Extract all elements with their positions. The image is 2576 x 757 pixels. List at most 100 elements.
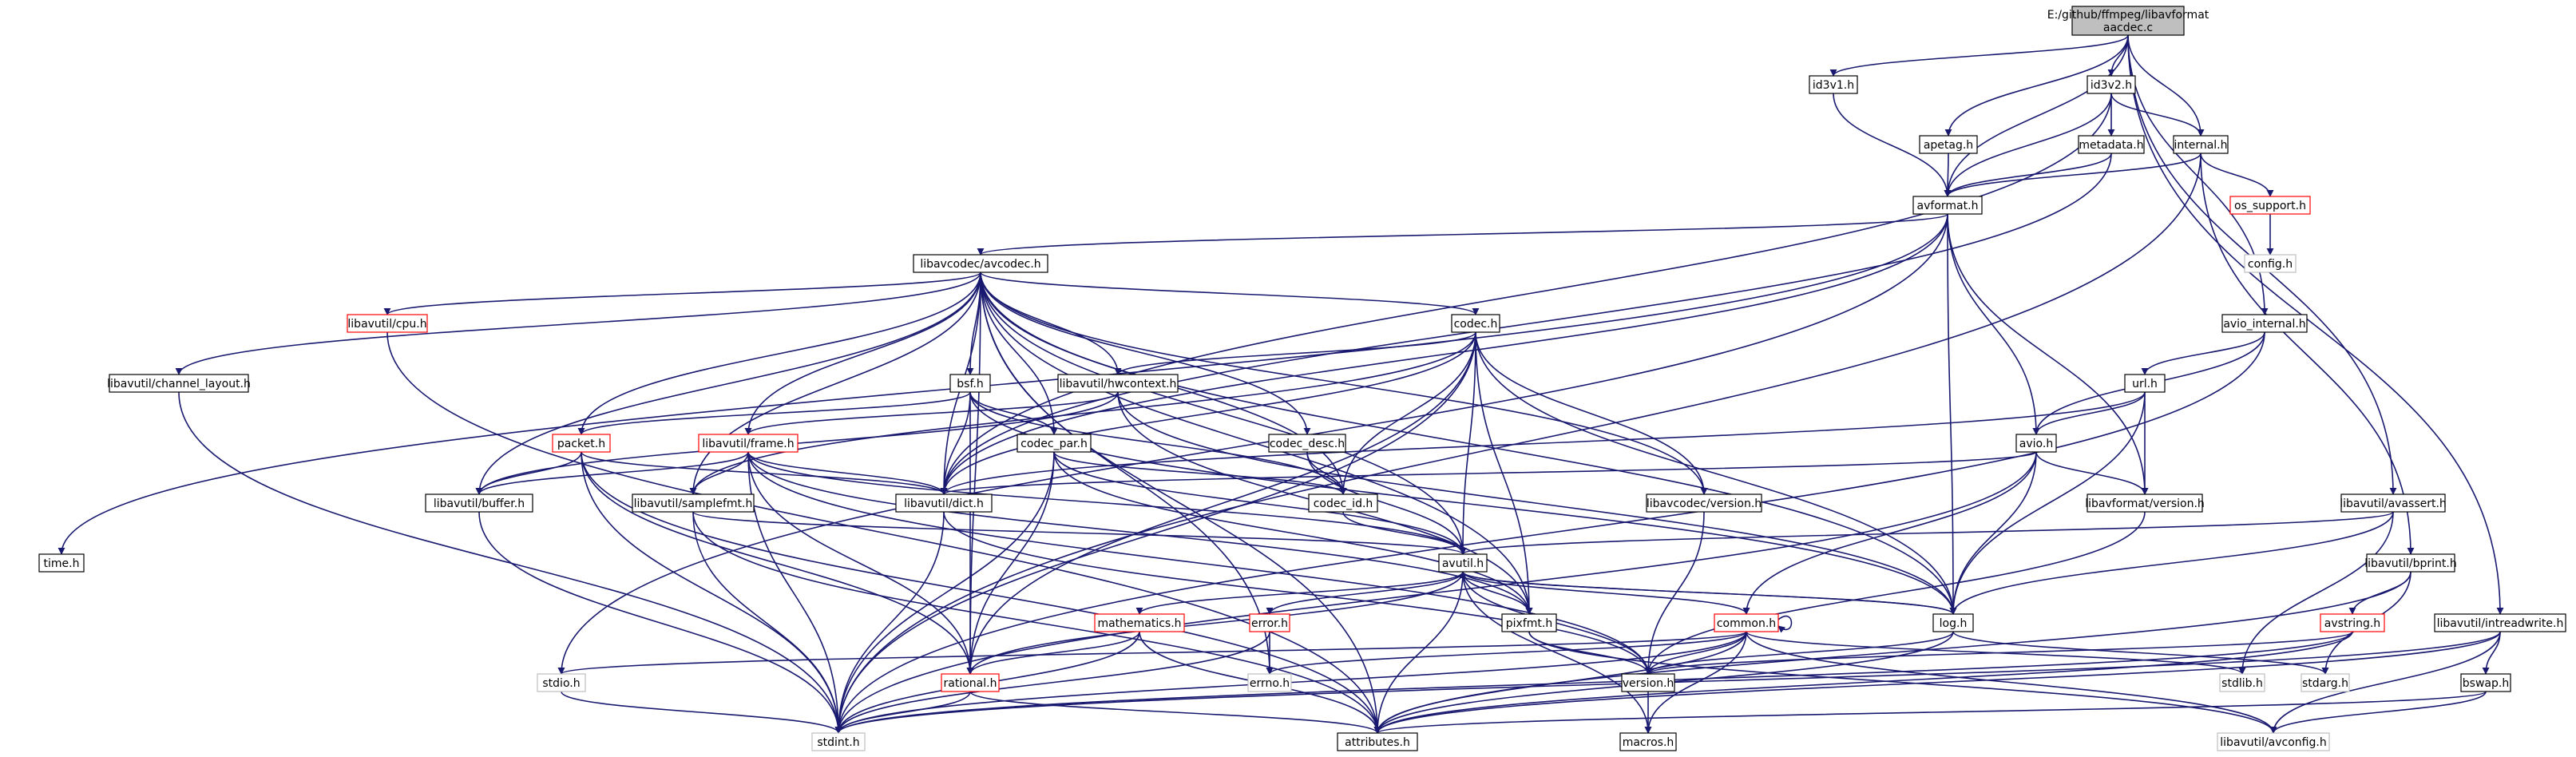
edge-stdio-to-stdint [561, 691, 842, 734]
node-box [2460, 673, 2511, 692]
node-id3v1[interactable]: id3v1.h [1809, 75, 1858, 94]
edge-root-to-avio_internal [2127, 34, 2269, 315]
edge-intreadwrite-to-avconfig [2269, 631, 2501, 734]
node-os-support[interactable]: os_support.h [2229, 196, 2311, 215]
node-label: libavformat/version.h [2085, 497, 2205, 510]
edge-bsf-to-codec_par [969, 391, 1058, 435]
node-label: mathematics.h [1097, 617, 1181, 630]
edge-avcodec-to-codec_par [980, 271, 1058, 435]
edge-avformat-to-avcodec [977, 213, 1948, 256]
node-metadata[interactable]: metadata.h [2078, 135, 2145, 154]
node-cpu[interactable]: libavutil/cpu.h [347, 314, 428, 333]
edge-common-to-stdio [557, 631, 1747, 675]
node-label: bswap.h [2463, 677, 2509, 690]
node-avformat-version[interactable]: libavformat/version.h [2085, 493, 2205, 513]
edge-root-to-intreadwrite [2127, 34, 2504, 615]
edge-log-to-version [1644, 631, 1954, 675]
node-macros[interactable]: macros.h [1619, 732, 1677, 751]
node-internal[interactable]: internal.h [2173, 135, 2229, 154]
node-codec-desc[interactable]: codec_desc.h [1268, 434, 1346, 453]
node-bsf[interactable]: bsf.h [949, 374, 991, 393]
node-avio[interactable]: avio.h [2015, 434, 2057, 453]
edge-avformat-to-log [1947, 213, 1957, 615]
node-label: libavutil/frame.h [702, 438, 794, 450]
edge-common-to-errno [1266, 631, 1747, 675]
node-label: apetag.h [1924, 139, 1973, 152]
node-label: common.h [1717, 617, 1776, 630]
edge-avcodec-to-codec_desc [980, 271, 1311, 435]
edge-metadata-to-avformat [1944, 153, 2112, 197]
edge-avio_internal-to-stdint [834, 331, 2265, 734]
node-log[interactable]: log.h [1932, 613, 1974, 632]
edge-codec_par-to-codec_id [1053, 451, 1347, 495]
node-avcodec-version[interactable]: libavcodec/version.h [1646, 493, 1762, 513]
node-stdlib: stdlib.h [2219, 673, 2265, 692]
edge-common-to-version [1644, 631, 1747, 675]
edge-common-self-loop [1777, 615, 1793, 633]
node-id3v2[interactable]: id3v2.h [2087, 75, 2136, 94]
node-hwcontext[interactable]: libavutil/hwcontext.h [1057, 374, 1179, 393]
node-attributes[interactable]: attributes.h [1337, 732, 1418, 751]
node-channel-layout[interactable]: libavutil/channel_layout.h [107, 374, 251, 393]
edge-bsf-to-codec_id [969, 391, 1347, 495]
node-mathematics[interactable]: mathematics.h [1094, 613, 1185, 632]
edge-avstring-to-attributes [1373, 631, 2353, 734]
node-label: libavutil/bprint.h [2364, 557, 2457, 570]
edge-root-to-id3v1 [1829, 34, 2129, 77]
node-box [2320, 613, 2385, 632]
edge-codec-to-avutil [1459, 331, 1476, 555]
node-avassert[interactable]: libavutil/avassert.h [2340, 493, 2447, 513]
node-bprint[interactable]: libavutil/bprint.h [2364, 553, 2457, 573]
node-avconfig: libavutil/avconfig.h [2217, 732, 2330, 751]
node-frame[interactable]: libavutil/frame.h [698, 434, 799, 453]
node-bswap[interactable]: bswap.h [2460, 673, 2511, 692]
node-box [1451, 314, 1500, 333]
node-common[interactable]: common.h [1714, 613, 1779, 632]
node-codec-par[interactable]: codec_par.h [1017, 434, 1092, 453]
node-avcodec[interactable]: libavcodec/avcodec.h [913, 254, 1048, 273]
node-box [2124, 374, 2166, 393]
edge-avcodec-to-log [980, 271, 1957, 615]
node-samplefmt[interactable]: libavutil/samplefmt.h [632, 493, 755, 513]
edge-avutil-to-mathematics [1135, 571, 1464, 615]
node-error[interactable]: error.h [1249, 613, 1290, 632]
node-buffer[interactable]: libavutil/buffer.h [425, 493, 533, 513]
node-label: stdlib.h [2221, 677, 2263, 690]
node-label: libavutil/avassert.h [2340, 497, 2447, 510]
node-box [2173, 135, 2229, 154]
edge-avcodec-to-channel_layout [175, 271, 981, 375]
node-avformat[interactable]: avformat.h [1912, 196, 1983, 215]
edge-metadata-to-dict [940, 153, 2112, 495]
node-url[interactable]: url.h [2124, 374, 2166, 393]
node-pixfmt[interactable]: pixfmt.h [1501, 613, 1557, 632]
node-time-h[interactable]: time.h [38, 553, 85, 573]
node-packet[interactable]: packet.h [552, 434, 611, 453]
node-rational[interactable]: rational.h [941, 673, 1000, 692]
edge-avutil-to-common [1462, 571, 1750, 615]
node-label: stdio.h [542, 677, 580, 690]
node-avstring[interactable]: avstring.h [2320, 613, 2385, 632]
edge-avassert-to-log [1949, 511, 2394, 615]
edge-bsf-to-dict [940, 391, 971, 495]
node-label: libavutil/dict.h [904, 497, 984, 510]
node-avutil[interactable]: avutil.h [1438, 553, 1488, 573]
node-intreadwrite[interactable]: libavutil/intreadwrite.h [2434, 613, 2566, 632]
node-label: os_support.h [2234, 200, 2306, 212]
node-box [425, 493, 533, 513]
node-dict[interactable]: libavutil/dict.h [895, 493, 993, 513]
node-codec-id[interactable]: codec_id.h [1308, 493, 1378, 513]
node-codec[interactable]: codec.h [1451, 314, 1500, 333]
node-apetag[interactable]: apetag.h [1919, 135, 1978, 154]
node-stdint: stdint.h [811, 732, 866, 751]
node-label: avio.h [2019, 438, 2053, 450]
edge-bswap-to-attributes [1373, 691, 2487, 734]
node-avio-internal[interactable]: avio_internal.h [2221, 314, 2308, 333]
edge-common-to-avconfig [1746, 631, 2277, 734]
node-version[interactable]: version.h [1621, 673, 1675, 692]
node-box [2087, 75, 2136, 94]
edge-avcodec-to-samplefmt [689, 271, 981, 495]
edge-frame-to-pixfmt [747, 451, 1533, 615]
edge-codec_desc-to-avutil [1306, 451, 1467, 555]
